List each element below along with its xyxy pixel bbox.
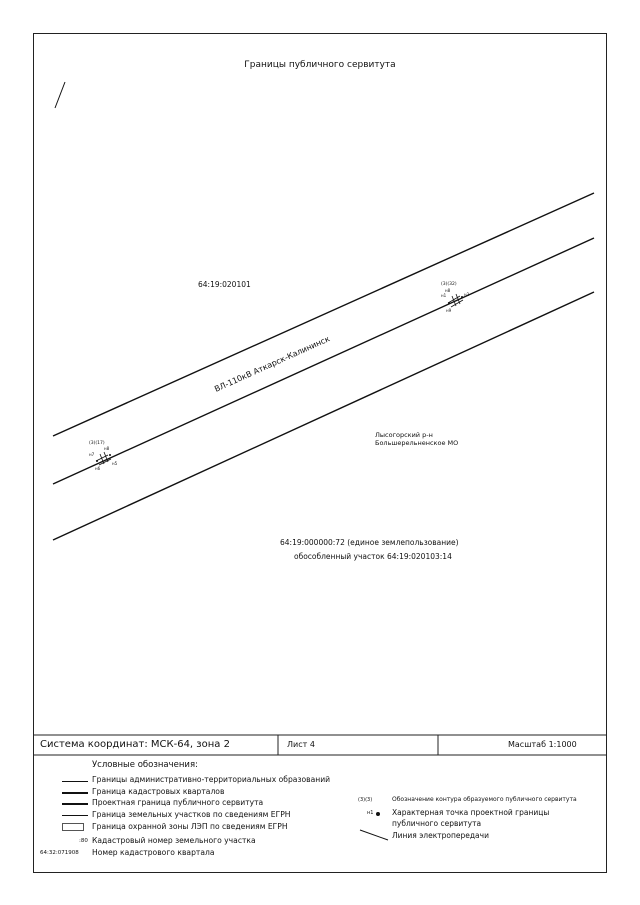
point-label-top-2: н1 (441, 293, 447, 298)
coord-system-text: Система координат: МСК-64, зона 2 (40, 739, 230, 750)
legend-heading: Условные обозначения: (92, 760, 198, 770)
point-cluster-top (447, 293, 464, 308)
point-label-left-3: н5 (112, 461, 118, 466)
legend-contour-sample: (3)(3) (358, 797, 373, 803)
parcel-label-1: 64:19:000000:72 (единое землепользование… (280, 538, 459, 547)
legend-symbol-servitude (62, 803, 88, 805)
legend-item-point-2: публичного сервитута (392, 819, 482, 828)
map-title: Границы публичного сервитута (244, 60, 395, 70)
legend-symbol-admin (62, 781, 88, 782)
point-label-left-2: н8 (104, 446, 110, 451)
legend-item-admin: Границы административно-территориальных … (92, 775, 331, 784)
district-label-2: Большерельненское МО (375, 439, 458, 447)
legend-item-power-line: Линия электропередачи (392, 831, 489, 840)
legend-point-sample: н1 (367, 810, 374, 816)
legend-item-parcels: Граница земельных участков по сведениям … (92, 810, 291, 819)
contour-label-left: (3)(17) (89, 440, 105, 446)
power-line-axis (52, 237, 595, 485)
parcel-label-2: обособленный участок 64:19:020103:14 (294, 552, 452, 561)
sheet-number: Лист 4 (287, 740, 315, 749)
scale-text: Масштаб 1:1000 (508, 740, 577, 749)
legend-item-parcel-number: Кадастровый номер земельного участка (92, 836, 256, 845)
legend-symbol-protection-zone (62, 823, 84, 831)
servitude-boundary-upper (52, 192, 595, 437)
servitude-boundary-lower (52, 291, 595, 541)
point-label-left-4: н6 (95, 466, 101, 471)
point-label-top-4: н9 (446, 308, 452, 313)
contour-label-top: (3)(32) (441, 281, 457, 287)
quarter-number-label: 64:19:020101 (198, 280, 251, 289)
point-cluster-left (95, 451, 112, 466)
point-label-top-3: н2 (464, 292, 470, 297)
legend-parcel-number-sample: :80 (79, 838, 88, 844)
point-label-top-1: н8 (445, 288, 451, 293)
legend-item-protection-zone: Граница охранной зоны ЛЭП по сведениям Е… (92, 822, 288, 831)
corner-line (54, 81, 66, 109)
legend-item-point-1: Характерная точка проектной границы (392, 808, 550, 817)
legend-quarter-number-sample: 64:32:071908 (40, 850, 79, 856)
point-icon (376, 812, 380, 816)
legend-item-contour: Обозначение контура образуемого публично… (392, 796, 577, 803)
legend-symbol-quarters (62, 792, 88, 794)
legend-item-servitude: Проектная граница публичного сервитута (92, 798, 264, 807)
district-label-1: Лысогорский р-н (375, 431, 433, 439)
point-label-left-1: н7 (89, 452, 95, 457)
map-sheet (33, 33, 607, 873)
legend-item-quarters: Граница кадастровых кварталов (92, 787, 225, 796)
legend-symbol-parcels (62, 815, 88, 816)
legend-item-quarter-number: Номер кадастрового квартала (92, 848, 215, 857)
